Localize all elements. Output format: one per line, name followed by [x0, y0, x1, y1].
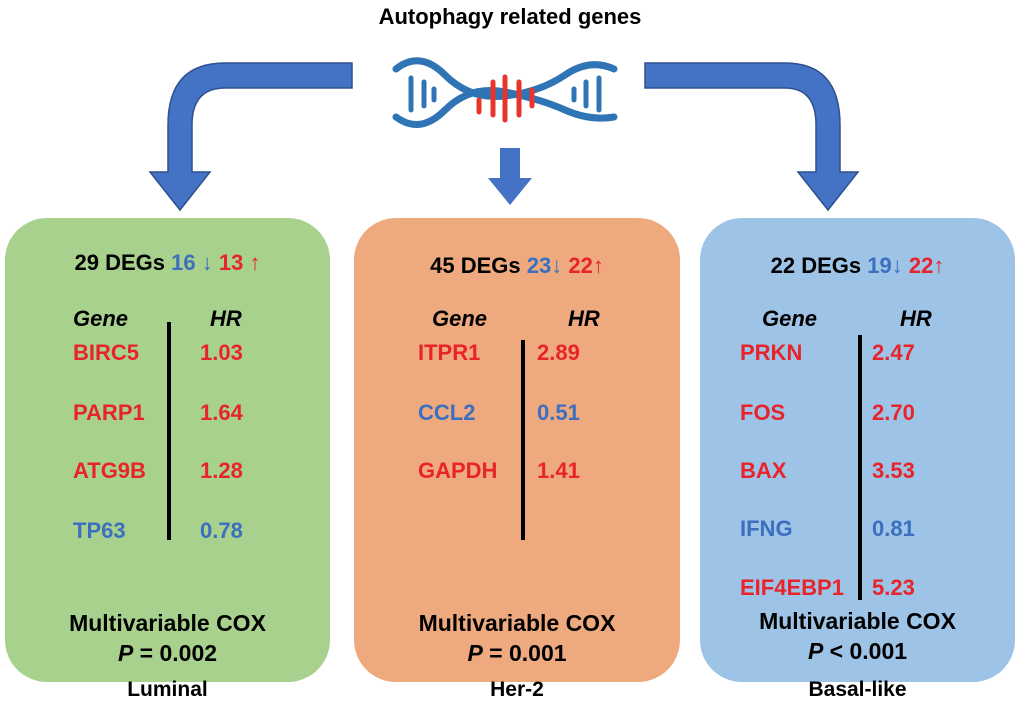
- hazard-ratio: 0.78: [200, 518, 243, 543]
- gene-name: ITPR1: [418, 340, 481, 365]
- hazard-ratio: 1.03: [200, 340, 243, 365]
- gene-name: TP63: [73, 518, 126, 543]
- hazard-ratio: 2.89: [537, 340, 580, 365]
- gene-name: BAX: [740, 458, 787, 483]
- hazard-ratio: 1.28: [200, 458, 243, 483]
- up-count: 22↑: [908, 253, 945, 278]
- gene-name: FOS: [740, 400, 786, 425]
- gene-header: Gene: [432, 306, 488, 331]
- down-count: 19↓: [867, 253, 903, 278]
- subtype-label: Basal-like: [808, 678, 907, 701]
- cox-result: Multivariable COX P < 0.001: [700, 606, 1015, 666]
- arrows-and-dna: [148, 57, 860, 212]
- degs-count: 45 DEGs: [430, 253, 521, 278]
- gene-name: BIRC5: [73, 340, 140, 365]
- p-value: P < 0.001: [807, 638, 908, 664]
- arrow-left: [148, 62, 353, 212]
- gene-header: Gene: [762, 306, 818, 331]
- p-value: P = 0.001: [467, 640, 567, 666]
- arrow-right: [644, 62, 860, 212]
- cox-label: Multivariable COX: [69, 610, 266, 636]
- divider: [167, 322, 171, 540]
- hazard-ratio: 2.70: [872, 400, 915, 425]
- cox-label: Multivariable COX: [418, 610, 616, 636]
- up-count: 13 ↑: [218, 250, 261, 275]
- subtype-label: Her-2: [490, 678, 544, 701]
- diagram-title: Autophagy related genes: [378, 4, 642, 29]
- gene-name: EIF4EBP1: [740, 575, 844, 600]
- degs-count: 29 DEGs: [74, 250, 166, 275]
- arrow-middle: [488, 148, 532, 205]
- hazard-ratio: 3.53: [872, 458, 915, 483]
- gene-name: PARP1: [73, 400, 145, 425]
- hazard-ratio: 5.23: [872, 575, 915, 600]
- gene-name: PRKN: [740, 340, 803, 365]
- hazard-ratio: 2.47: [872, 340, 915, 365]
- hazard-ratio: 1.41: [537, 458, 580, 483]
- p-value: P = 0.002: [117, 640, 218, 666]
- degs-summary: 22 DEGs 19↓ 22↑: [700, 253, 1015, 279]
- down-count: 16 ↓: [171, 250, 213, 275]
- degs-summary: 45 DEGs 23↓ 22↑: [354, 253, 680, 279]
- up-count: 22↑: [568, 253, 604, 278]
- hr-header: HR: [568, 306, 600, 331]
- divider: [858, 335, 862, 600]
- hazard-ratio: 1.64: [200, 400, 243, 425]
- gene-name: GAPDH: [418, 458, 498, 483]
- gene-header: Gene: [73, 306, 129, 331]
- down-count: 23↓: [526, 253, 563, 278]
- gene-name: CCL2: [418, 400, 476, 425]
- divider: [521, 340, 525, 540]
- hazard-ratio: 0.81: [872, 516, 915, 541]
- cox-result: Multivariable COX P = 0.002: [5, 608, 330, 668]
- gene-name: ATG9B: [73, 458, 146, 483]
- degs-summary: 29 DEGs 16 ↓ 13 ↑: [5, 250, 330, 276]
- hr-header: HR: [900, 306, 932, 331]
- subtype-label: Luminal: [127, 678, 208, 701]
- degs-count: 22 DEGs: [770, 253, 862, 278]
- dna-icon: [392, 57, 618, 128]
- cox-result: Multivariable COX P = 0.001: [354, 608, 680, 668]
- gene-name: IFNG: [740, 516, 793, 541]
- cox-label: Multivariable COX: [759, 608, 956, 634]
- hazard-ratio: 0.51: [537, 400, 580, 425]
- hr-header: HR: [210, 306, 242, 331]
